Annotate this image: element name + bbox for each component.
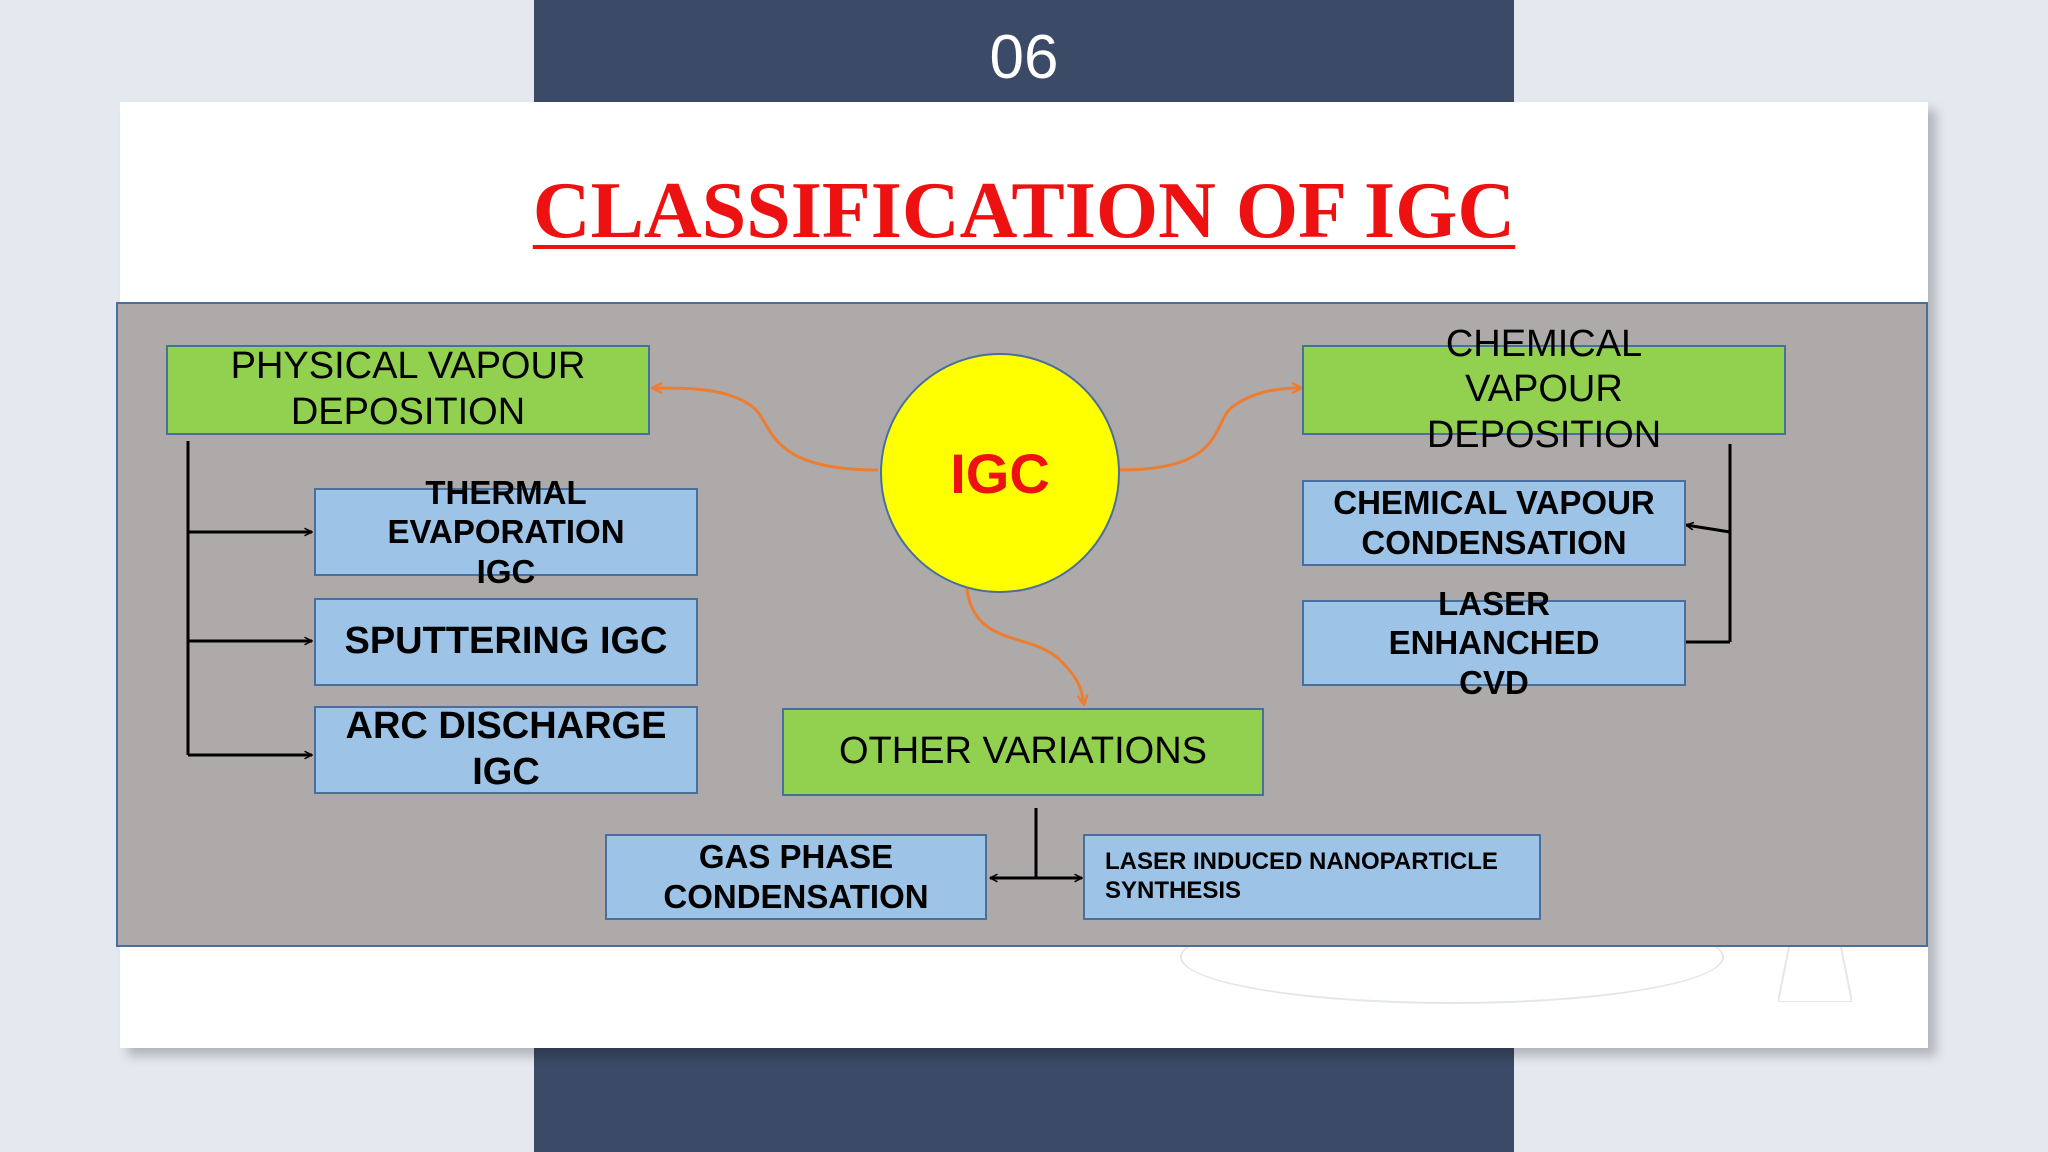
- arrow-igc-to-other: [964, 574, 1084, 705]
- other-variations-box: OTHER VARIATIONS: [782, 708, 1264, 796]
- arrow-igc-to-cvd: [1119, 388, 1302, 472]
- laser-enhanched-cvd-box: LASER ENHANCHED CVD: [1302, 585, 1686, 701]
- bottom-banner: [534, 1048, 1514, 1152]
- top-banner: [534, 0, 1514, 110]
- sputtering-box: SPUTTERING IGC: [314, 598, 698, 686]
- pvd-box: PHYSICAL VAPOUR DEPOSITION: [166, 345, 650, 435]
- slide-title: CLASSIFICATION OF IGC: [532, 167, 1516, 255]
- arc-discharge-box: ARC DISCHARGE IGC: [314, 705, 698, 794]
- slide-number: 06: [989, 23, 1059, 92]
- chemical-vapour-condensation-box: CHEMICAL VAPOUR CONDENSATION: [1302, 480, 1686, 566]
- cvd-box: CHEMICAL VAPOUR DEPOSITION: [1302, 323, 1786, 456]
- gas-phase-condensation-box: GAS PHASE CONDENSATION: [605, 834, 987, 920]
- igc-center-circle: IGC: [880, 353, 1120, 593]
- laser-induced-nanoparticle-box: LASER INDUCED NANOPARTICLE SYNTHESIS: [1083, 834, 1541, 920]
- arrow-igc-to-pvd: [652, 388, 879, 472]
- decorative-shape: [1778, 922, 1852, 1002]
- thermal-evaporation-box: THERMAL EVAPORATION IGC: [314, 474, 698, 590]
